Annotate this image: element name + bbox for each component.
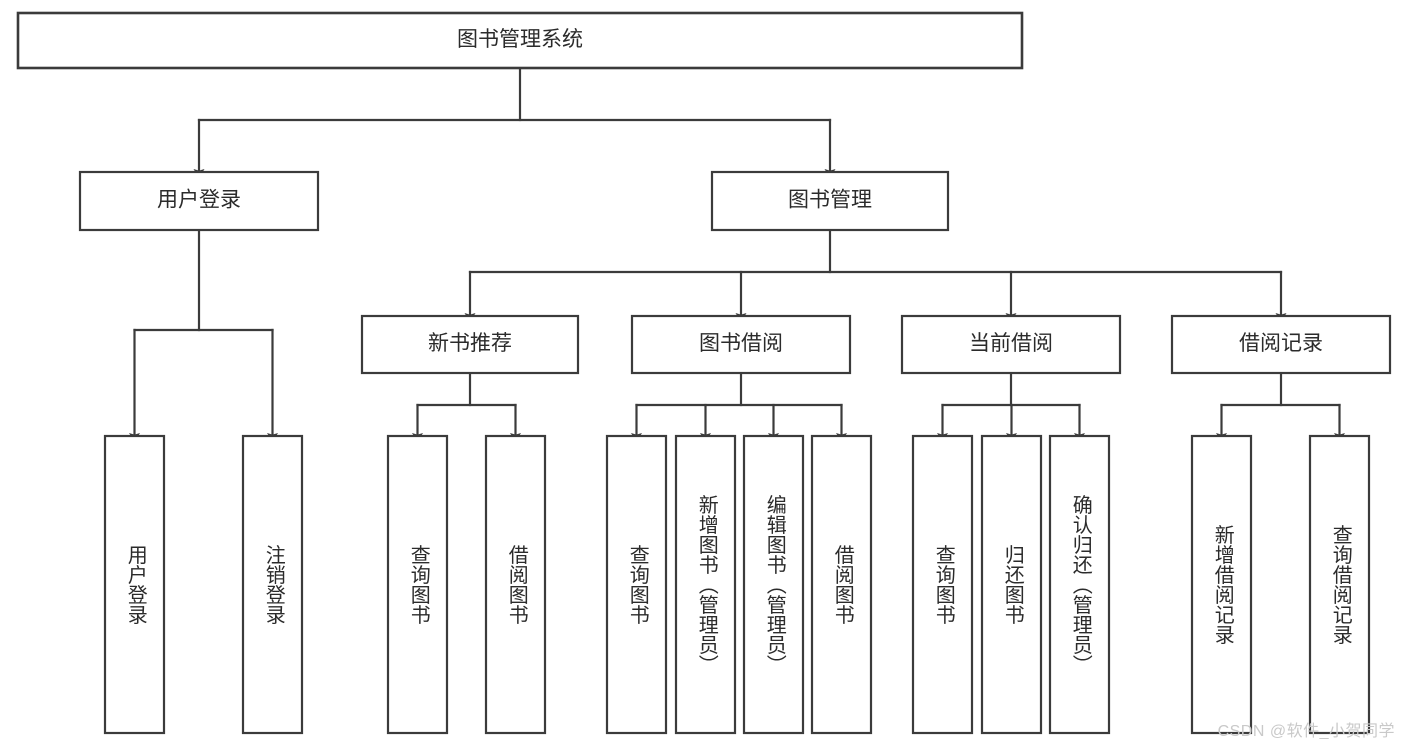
node-book-manage[interactable]: 图书管理 bbox=[710, 170, 950, 232]
node-label-leaf-add-book: 新增图书（管理员） bbox=[695, 494, 718, 674]
node-book-borrow[interactable]: 图书借阅 bbox=[630, 314, 852, 375]
node-root[interactable]: 图书管理系统 bbox=[16, 11, 1024, 70]
node-box-book-borrow bbox=[630, 314, 852, 375]
node-box-leaf-borrow-book-2 bbox=[810, 434, 873, 735]
node-label-book-manage: 图书管理 bbox=[788, 189, 872, 212]
node-box-leaf-add-book bbox=[674, 434, 737, 735]
node-leaf-add-record[interactable]: 新增借阅记录 bbox=[1190, 434, 1253, 735]
node-label-borrow-record: 借阅记录 bbox=[1239, 332, 1323, 355]
node-box-leaf-add-record bbox=[1190, 434, 1253, 735]
node-box-leaf-query-book-1 bbox=[386, 434, 449, 735]
node-layer: 图书管理系统用户登录图书管理新书推荐图书借阅当前借阅借阅记录用户登录注销登录查询… bbox=[16, 11, 1392, 735]
node-leaf-user-logout[interactable]: 注销登录 bbox=[241, 434, 304, 735]
node-borrow-record[interactable]: 借阅记录 bbox=[1170, 314, 1392, 375]
node-box-user-login bbox=[78, 170, 320, 232]
node-label-leaf-confirm-return: 确认归还（管理员） bbox=[1069, 494, 1092, 674]
node-label-current-borrow: 当前借阅 bbox=[969, 332, 1053, 355]
node-label-leaf-add-record: 新增借阅记录 bbox=[1211, 524, 1234, 644]
node-leaf-borrow-book-2[interactable]: 借阅图书 bbox=[810, 434, 873, 735]
node-label-leaf-user-login: 用户登录 bbox=[124, 545, 147, 625]
node-label-leaf-edit-book: 编辑图书（管理员） bbox=[763, 494, 786, 674]
node-box-root bbox=[16, 11, 1024, 70]
node-box-leaf-confirm-return bbox=[1048, 434, 1111, 735]
node-leaf-borrow-book-1[interactable]: 借阅图书 bbox=[484, 434, 547, 735]
node-leaf-query-book-1[interactable]: 查询图书 bbox=[386, 434, 449, 735]
node-box-book-manage bbox=[710, 170, 950, 232]
node-label-new-book-recommend: 新书推荐 bbox=[428, 332, 512, 355]
node-box-leaf-user-logout bbox=[241, 434, 304, 735]
node-box-leaf-query-book-3 bbox=[911, 434, 974, 735]
node-box-borrow-record bbox=[1170, 314, 1392, 375]
node-label-leaf-borrow-book-1: 借阅图书 bbox=[505, 544, 528, 624]
node-leaf-add-book[interactable]: 新增图书（管理员） bbox=[674, 434, 737, 735]
node-box-current-borrow bbox=[900, 314, 1122, 375]
node-label-leaf-query-book-1: 查询图书 bbox=[407, 544, 430, 624]
node-label-leaf-query-book-3: 查询图书 bbox=[932, 544, 955, 624]
node-leaf-confirm-return[interactable]: 确认归还（管理员） bbox=[1048, 434, 1111, 735]
node-leaf-user-login[interactable]: 用户登录 bbox=[103, 434, 166, 735]
connector-layer bbox=[129, 66, 1345, 442]
node-label-root: 图书管理系统 bbox=[457, 28, 583, 51]
node-label-leaf-return-book: 归还图书 bbox=[1001, 544, 1024, 624]
node-user-login[interactable]: 用户登录 bbox=[78, 170, 320, 232]
node-box-leaf-query-record bbox=[1308, 434, 1371, 735]
node-leaf-query-record[interactable]: 查询借阅记录 bbox=[1308, 434, 1371, 735]
node-box-leaf-query-book-2 bbox=[605, 434, 668, 735]
node-box-new-book-recommend bbox=[360, 314, 580, 375]
node-label-book-borrow: 图书借阅 bbox=[699, 332, 783, 355]
node-box-leaf-return-book bbox=[980, 434, 1043, 735]
node-label-leaf-query-book-2: 查询图书 bbox=[626, 544, 649, 624]
node-box-leaf-user-login bbox=[103, 434, 166, 735]
node-current-borrow[interactable]: 当前借阅 bbox=[900, 314, 1122, 375]
node-new-book-recommend[interactable]: 新书推荐 bbox=[360, 314, 580, 375]
node-box-leaf-edit-book bbox=[742, 434, 805, 735]
node-label-user-login: 用户登录 bbox=[157, 189, 241, 212]
node-leaf-return-book[interactable]: 归还图书 bbox=[980, 434, 1043, 735]
node-label-leaf-user-logout: 注销登录 bbox=[262, 544, 285, 624]
node-leaf-query-book-3[interactable]: 查询图书 bbox=[911, 434, 974, 735]
node-box-leaf-borrow-book-1 bbox=[484, 434, 547, 735]
node-label-leaf-borrow-book-2: 借阅图书 bbox=[831, 544, 854, 624]
node-leaf-query-book-2[interactable]: 查询图书 bbox=[605, 434, 668, 735]
node-leaf-edit-book[interactable]: 编辑图书（管理员） bbox=[742, 434, 805, 735]
node-label-leaf-query-record: 查询借阅记录 bbox=[1329, 524, 1352, 644]
